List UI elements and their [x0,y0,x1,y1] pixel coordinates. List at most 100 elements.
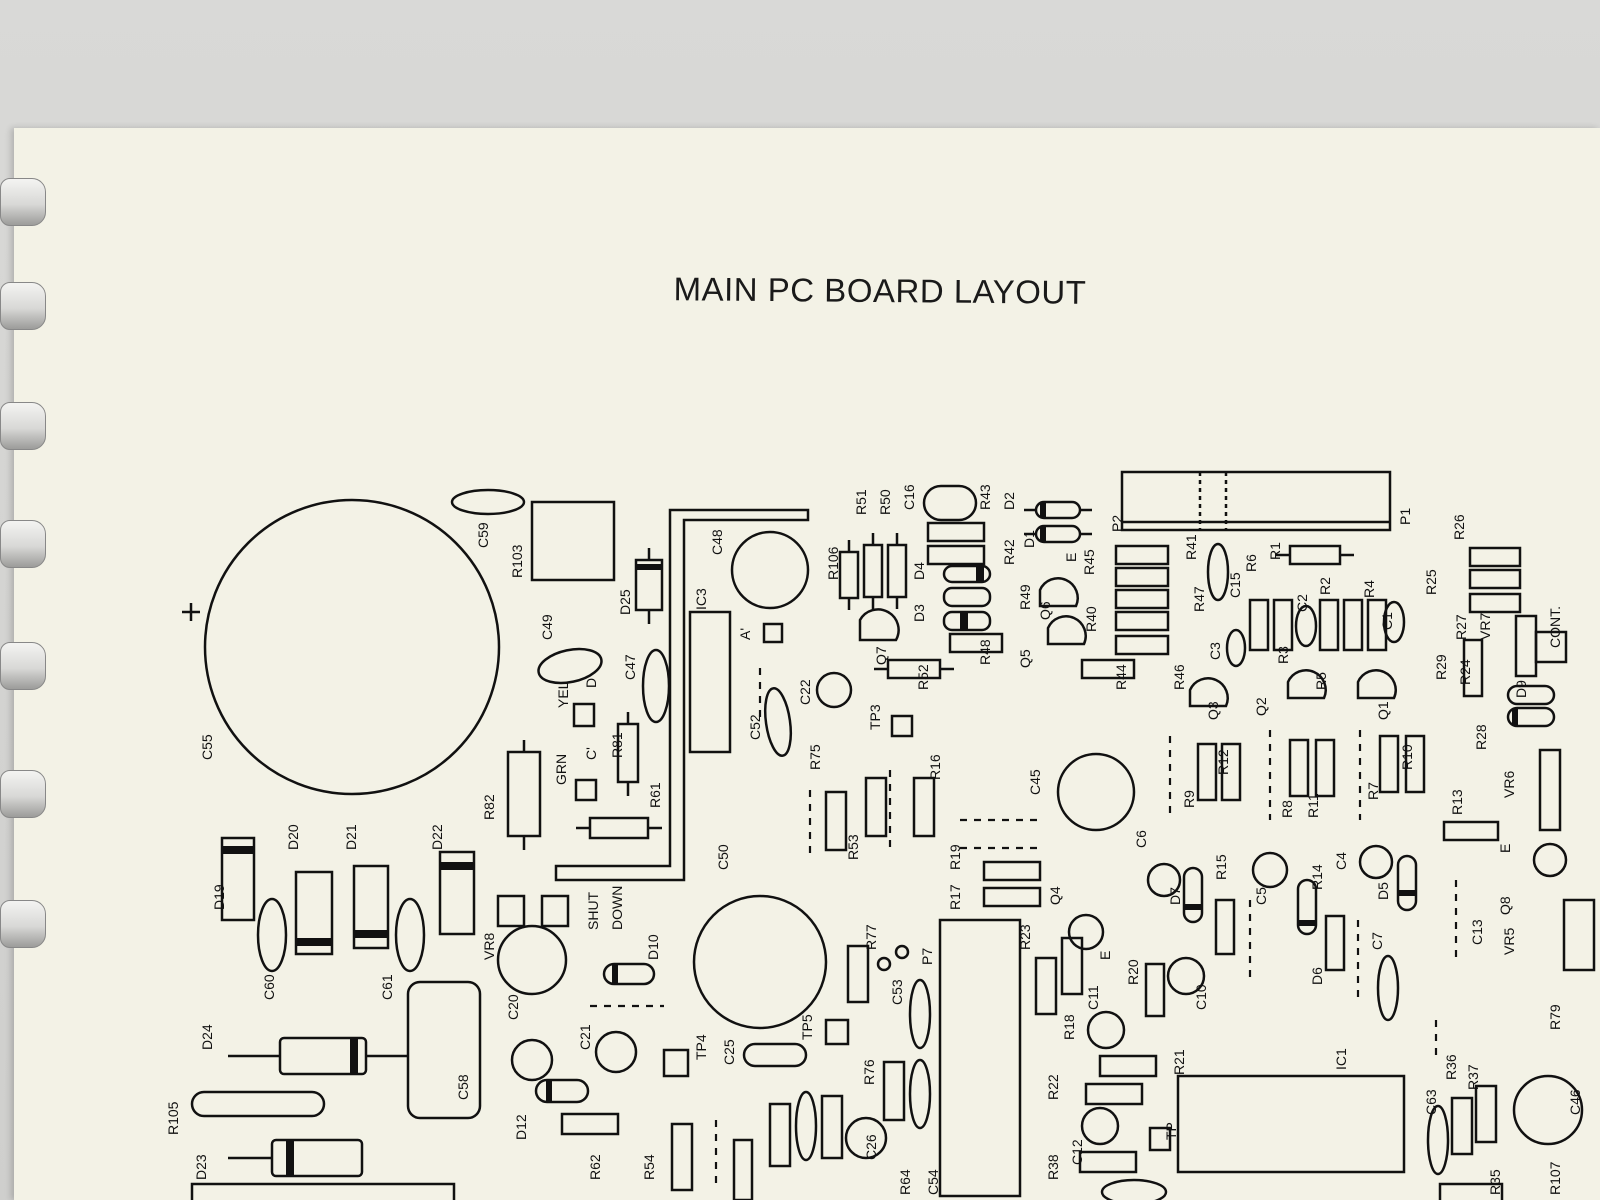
component-label: R47 [1191,586,1207,612]
component-label: C26 [863,1134,879,1160]
component-label: D12 [513,1114,529,1140]
component-label: R27 [1453,614,1469,640]
component-label: C25 [721,1039,737,1065]
component-label: D' [583,675,599,688]
component-label: R50 [877,489,893,515]
component-label: Q1 [1375,701,1391,720]
component-label: DOWN [609,886,625,930]
component-label: C15 [1227,572,1243,598]
component-label: R64 [897,1169,913,1195]
component-label: IC1 [1333,1048,1349,1070]
component-label: C54 [925,1169,941,1195]
resistor-r103-outline [530,500,616,582]
component-label: C58 [455,1074,471,1100]
binding-ring [0,178,46,226]
component-label: R53 [845,834,861,860]
ic3-outline [688,610,732,754]
component-label: C60 [261,974,277,1000]
component-label: C7 [1369,932,1385,950]
manual-page [14,128,1600,1200]
component-label: C5 [1253,887,1269,905]
component-label: E [1063,553,1079,562]
component-label: D4 [911,562,927,580]
component-label: C6 [1133,830,1149,848]
component-label: R25 [1423,569,1439,595]
component-label: Q3 [1205,701,1221,720]
component-label: P2 [1109,515,1125,532]
component-label: GRN [553,754,569,785]
binding-ring [0,642,46,690]
binding-ring [0,402,46,450]
component-label: R26 [1451,514,1467,540]
component-label: R17 [947,884,963,910]
component-label: C45 [1027,769,1043,795]
component-label: R29 [1433,654,1449,680]
binding-ring [0,282,46,330]
component-label: R21 [1171,1049,1187,1075]
component-label: R75 [807,744,823,770]
component-label: R6 [1243,554,1259,572]
component-label: C20 [505,994,521,1020]
component-label: R10 [1399,744,1415,770]
component-label: R8 [1279,800,1295,818]
component-label: R37 [1465,1064,1481,1090]
component-label: R7 [1365,782,1381,800]
component-label: C59 [475,522,491,548]
component-label: A' [737,628,753,640]
component-label: C12 [1069,1139,1085,1165]
capacitor-c59-outline [450,488,526,516]
component-label: R3 [1275,646,1291,664]
component-label: R16 [927,754,943,780]
component-label: C16 [901,484,917,510]
component-label: VR8 [481,933,497,960]
component-label: D9 [1513,680,1529,698]
component-label: R61 [647,782,663,808]
component-label: R42 [1001,539,1017,565]
component-label: C46 [1567,1089,1583,1115]
component-label: R18 [1061,1014,1077,1040]
component-label: R52 [915,664,931,690]
component-label: R40 [1083,606,1099,632]
component-label: E [1497,844,1513,853]
component-label: D22 [429,824,445,850]
component-label: D20 [285,824,301,850]
component-label: C47 [622,654,638,680]
component-label: D7 [1167,887,1183,905]
component-label: R24 [1457,659,1473,685]
component-label: R20 [1125,959,1141,985]
component-label: D3 [911,604,927,622]
component-label: R49 [1017,584,1033,610]
component-label: R45 [1081,549,1097,575]
component-label: SHUT [585,891,601,930]
component-label: Q2 [1253,697,1269,716]
component-label: R1 [1267,542,1283,560]
component-label: R106 [825,546,841,580]
component-label: R48 [977,639,993,665]
component-label: C3 [1207,642,1223,660]
capacitor-c55-outline [203,498,501,796]
component-label: C49 [539,614,555,640]
component-label: R62 [587,1154,603,1180]
component-label: R107 [1547,1161,1563,1195]
component-label: Q5 [1017,649,1033,668]
component-label: D24 [199,1024,215,1050]
component-label: Q6 [1037,601,1053,620]
capacitor-c48-outline [730,530,810,610]
component-label: R11 [1305,793,1321,818]
binding-ring [0,770,46,818]
component-label: C4 [1333,852,1349,870]
trace-outline [554,508,810,882]
component-label: D5 [1375,882,1391,900]
component-label: D19 [211,884,227,910]
component-label: YEL [555,681,571,708]
component-label: P7 [919,948,935,965]
component-label: R12 [1215,749,1231,775]
component-label: D10 [645,934,661,960]
component-label: R23 [1017,924,1033,950]
component-label: Q7 [873,646,889,665]
component-label: R46 [1171,664,1187,690]
component-label: R79 [1547,1004,1563,1030]
component-label: R5 [1313,672,1329,690]
